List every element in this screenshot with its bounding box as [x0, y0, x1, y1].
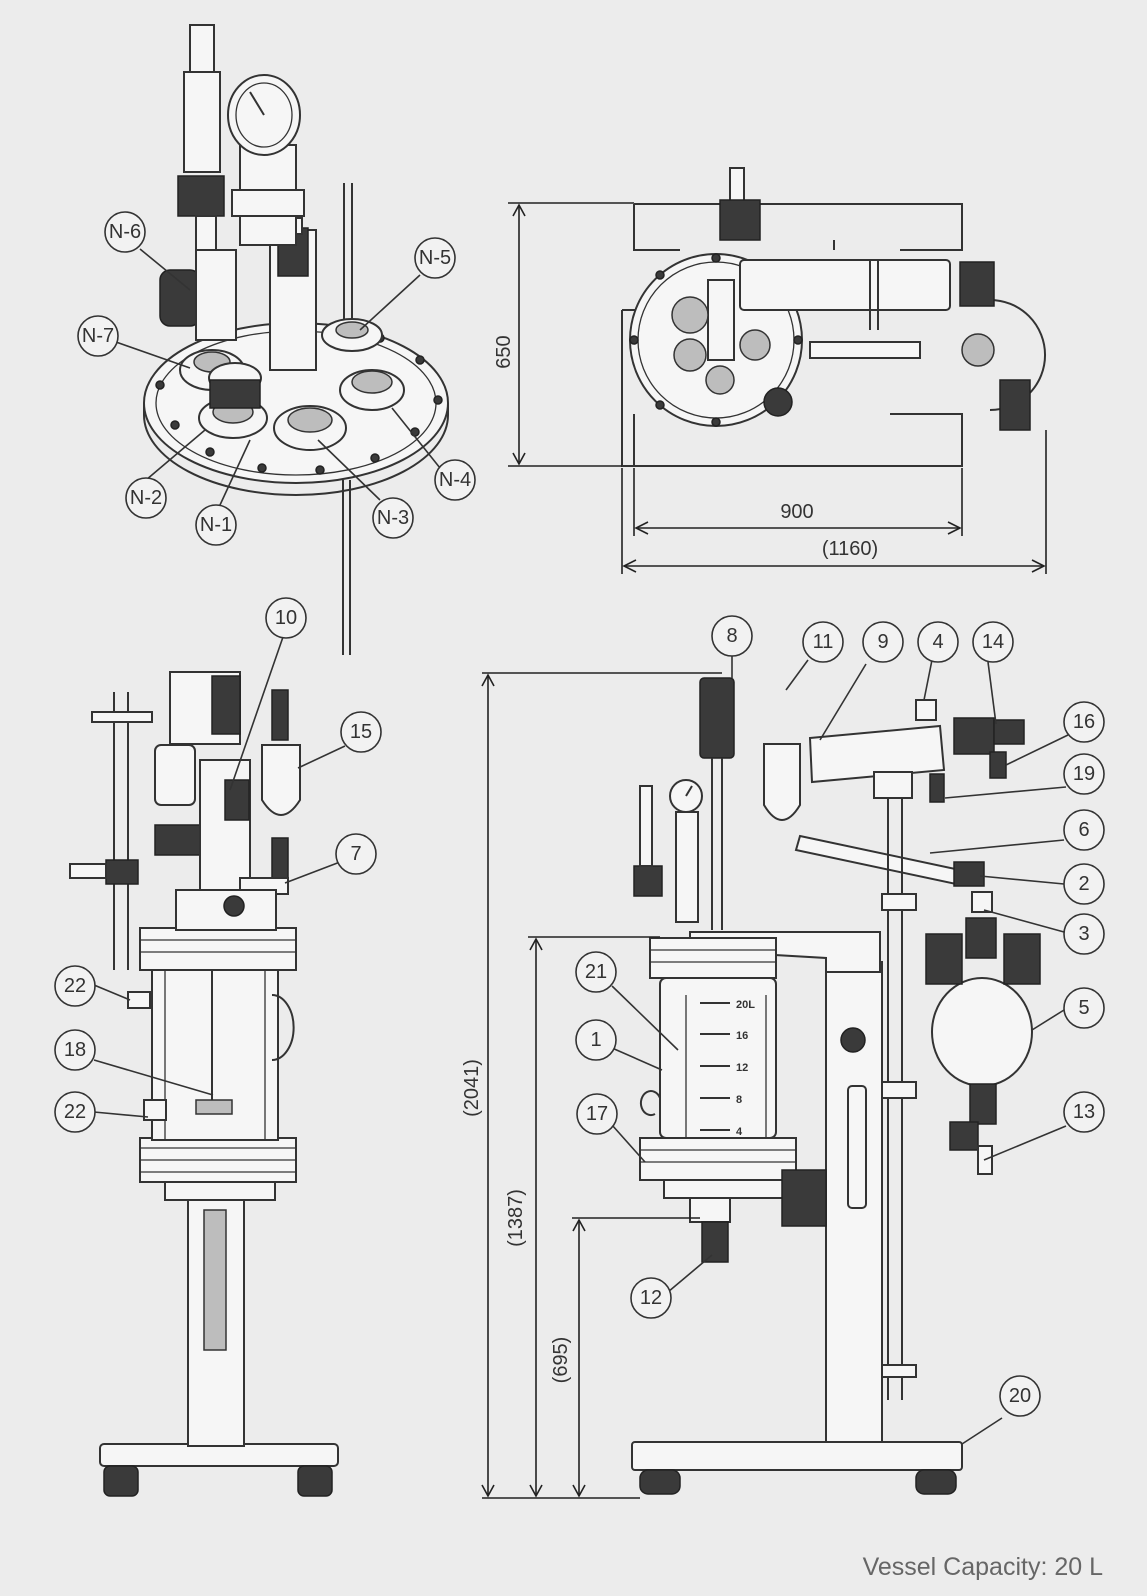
leader-lines [93, 248, 1069, 1445]
svg-text:N-3: N-3 [377, 507, 409, 529]
elevation-dimensions [481, 672, 722, 1499]
callout-6: 6 [1063, 809, 1105, 851]
svg-text:22: 22 [64, 1101, 86, 1123]
callout-17: 17 [576, 1093, 618, 1135]
svg-text:10: 10 [275, 607, 297, 629]
callout-n-7: N-7 [77, 315, 119, 357]
callout-7: 7 [335, 833, 377, 875]
callout-8: 8 [711, 615, 753, 657]
callout-n-1: N-1 [195, 504, 237, 546]
callout-14: 14 [972, 621, 1014, 663]
callout-12: 12 [630, 1277, 672, 1319]
callout-4: 4 [917, 621, 959, 663]
svg-text:22: 22 [64, 975, 86, 997]
scale-mark-20l: 20L [736, 999, 755, 1011]
callout-3: 3 [1063, 913, 1105, 955]
svg-text:N-4: N-4 [439, 469, 471, 491]
nozzle-callouts: N-1 N-2 N-3 N-4 N-5 N-6 N-7 [77, 211, 476, 546]
callout-22-top: 22 [54, 965, 96, 1007]
callout-2: 2 [1063, 863, 1105, 905]
svg-text:21: 21 [585, 961, 607, 983]
callout-9: 9 [862, 621, 904, 663]
svg-text:11: 11 [813, 631, 834, 653]
callout-19: 19 [1063, 753, 1105, 795]
svg-text:8: 8 [726, 625, 737, 647]
plan-dimensions [508, 202, 1047, 574]
svg-text:9: 9 [877, 631, 888, 653]
front-elevation: 20L 16 12 8 4 [631, 677, 1041, 1495]
svg-text:6: 6 [1078, 819, 1089, 841]
callout-n-6: N-6 [104, 211, 146, 253]
vessel-capacity-label: Vessel Capacity: 20 L [862, 1553, 1103, 1581]
vessel-scale: 20L 16 12 8 4 [700, 999, 755, 1138]
callout-n-5: N-5 [414, 237, 456, 279]
svg-text:2: 2 [1078, 873, 1089, 895]
callout-1: 1 [575, 1019, 617, 1061]
callout-n-3: N-3 [372, 497, 414, 539]
scale-mark-12: 12 [736, 1062, 748, 1074]
svg-text:N-2: N-2 [130, 487, 162, 509]
dim-900: 900 [780, 501, 813, 523]
svg-text:12: 12 [640, 1287, 662, 1309]
svg-text:18: 18 [64, 1039, 86, 1061]
callout-n-2: N-2 [125, 477, 167, 519]
dim-2041: (2041) [461, 1059, 483, 1117]
callout-16: 16 [1063, 701, 1105, 743]
cover-plate-isometric [143, 24, 449, 655]
svg-text:19: 19 [1073, 763, 1095, 785]
svg-text:1: 1 [590, 1029, 601, 1051]
scale-mark-16: 16 [736, 1030, 748, 1042]
svg-text:N-6: N-6 [109, 221, 141, 243]
svg-text:17: 17 [586, 1103, 608, 1125]
plan-view [621, 167, 1046, 467]
callout-n-4: N-4 [434, 459, 476, 501]
callout-13: 13 [1063, 1091, 1105, 1133]
svg-text:20: 20 [1009, 1385, 1031, 1407]
callout-15: 15 [340, 711, 382, 753]
part-callouts: 1 2 3 4 5 6 7 8 9 10 11 12 13 14 15 16 1… [54, 597, 1105, 1417]
svg-text:3: 3 [1078, 923, 1089, 945]
dim-650: 650 [493, 335, 515, 368]
callout-18: 18 [54, 1029, 96, 1071]
callout-21: 21 [575, 951, 617, 993]
svg-text:N-7: N-7 [82, 325, 114, 347]
dim-1160: (1160) [822, 538, 878, 560]
dim-695: (695) [550, 1337, 572, 1384]
callout-5: 5 [1063, 987, 1105, 1029]
svg-text:15: 15 [350, 721, 372, 743]
svg-text:N-1: N-1 [200, 514, 232, 536]
callout-11: 11 [802, 621, 844, 663]
svg-text:16: 16 [1073, 711, 1095, 733]
side-elevation [69, 671, 339, 1497]
svg-text:13: 13 [1073, 1101, 1095, 1123]
svg-text:7: 7 [350, 843, 361, 865]
svg-text:14: 14 [982, 631, 1004, 653]
callout-10: 10 [265, 597, 307, 639]
dim-1387: (1387) [505, 1189, 527, 1247]
svg-text:4: 4 [932, 631, 943, 653]
scale-mark-8: 8 [736, 1094, 742, 1106]
scale-mark-4: 4 [736, 1126, 743, 1138]
svg-text:N-5: N-5 [419, 247, 451, 269]
svg-text:5: 5 [1078, 997, 1089, 1019]
callout-20: 20 [999, 1375, 1041, 1417]
callout-22-bottom: 22 [54, 1091, 96, 1133]
